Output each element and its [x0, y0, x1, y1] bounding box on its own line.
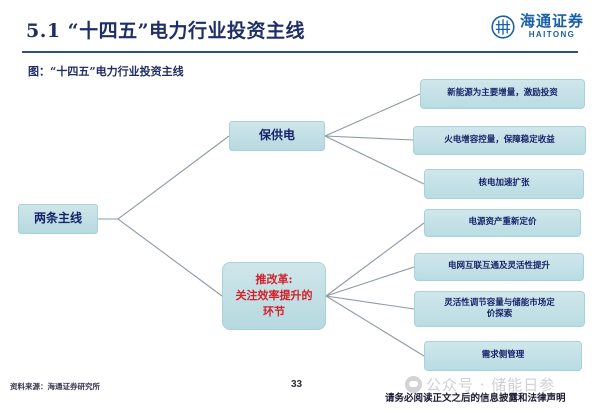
- leaf-storage-line-2: 价探索: [486, 309, 513, 319]
- diagram-leaf-flexible-capacity-storage: 灵活性调节容量与储能市场定 价探索: [414, 291, 585, 327]
- diagram-node-branch-reform: 推改革: 关注效率提升的 环节: [222, 262, 326, 330]
- haitong-logo: 海通证券 HAITONG: [491, 14, 584, 39]
- haitong-emblem-icon: [491, 14, 515, 39]
- branch-reform-line-2: 关注效率提升的: [235, 288, 313, 302]
- figure-caption: 图：“十四五”电力行业投资主线: [28, 65, 184, 78]
- diagram-node-root: 两条主线: [18, 204, 98, 234]
- diagram-leaf-asset-repricing: 电源资产重新定价: [424, 209, 581, 237]
- diagram-leaf-new-energy: 新能源为主要增量，激励投资: [420, 79, 585, 109]
- page-number: 33: [291, 379, 303, 390]
- diagram-leaf-nuclear-power: 核电加速扩张: [424, 169, 584, 199]
- logo-english-name: HAITONG: [528, 30, 576, 39]
- logo-chinese-name: 海通证券: [519, 12, 584, 30]
- logo-text: 海通证券 HAITONG: [520, 14, 584, 39]
- page-title: 5.1 “十四五”电力行业投资主线: [26, 20, 306, 42]
- footer-disclaimer: 请务必阅读正文之后的信息披露和法律声明: [385, 393, 566, 404]
- leaf-storage-line-1: 灵活性调节容量与储能市场定: [444, 297, 555, 308]
- diagram-node-branch-power-supply: 保供电: [229, 121, 325, 151]
- diagram-leaf-thermal-power: 火电增容控量，保障稳定收益: [413, 126, 586, 155]
- branch-reform-line-1: 推改革:: [255, 272, 293, 286]
- branch-reform-line-3: 环节: [263, 305, 285, 319]
- header-divider: [22, 51, 578, 53]
- diagram-leaf-demand-side-management: 需求侧管理: [424, 341, 582, 371]
- source-note: 资料来源：海通证券研究所: [10, 382, 100, 391]
- diagram-leaf-grid-interconnection: 电网互联互通及灵活性提升: [414, 253, 584, 281]
